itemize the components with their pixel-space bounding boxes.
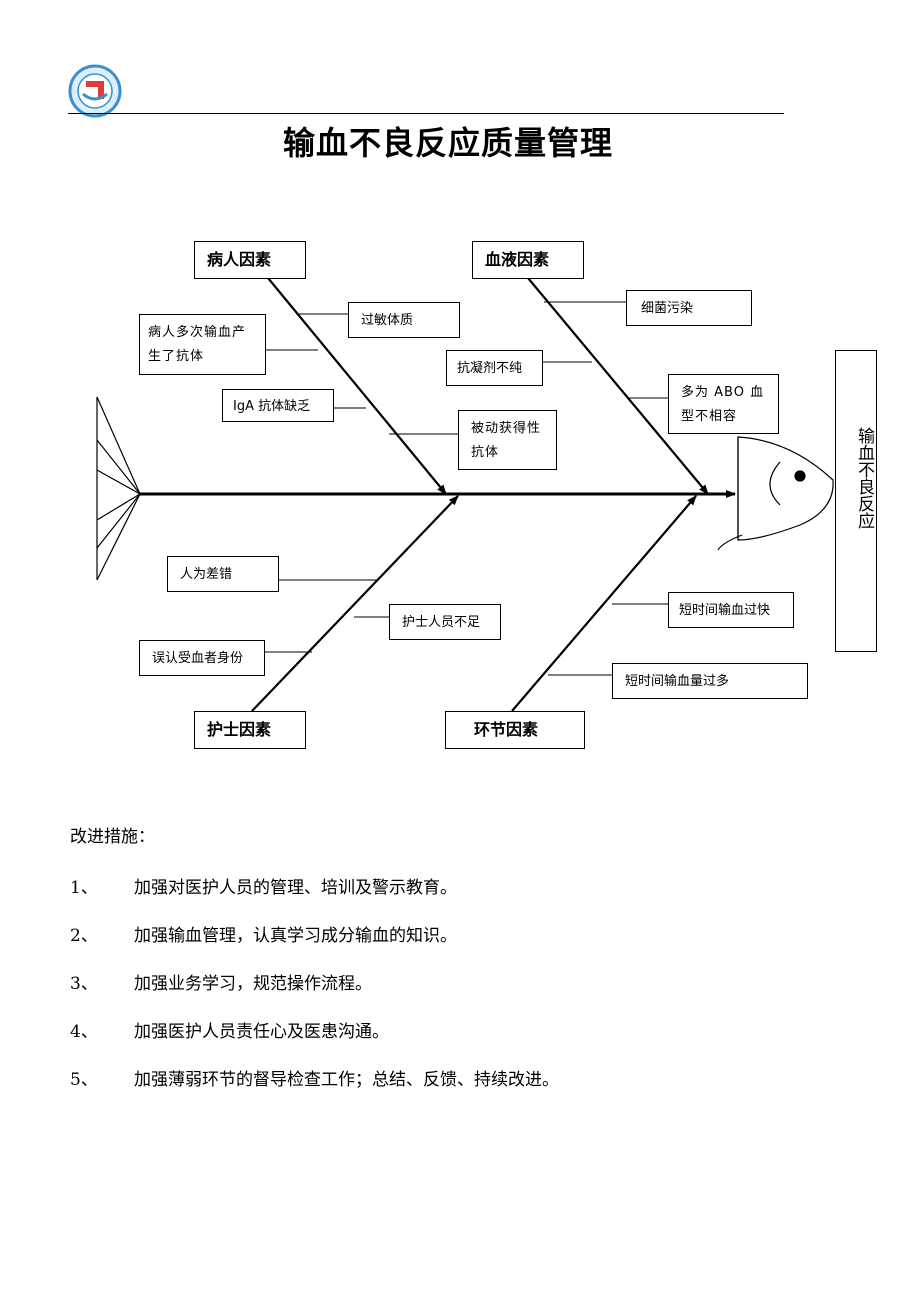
header-rule (68, 113, 784, 114)
measure-item: 1、 加强对医护人员的管理、培训及警示教育。 (70, 864, 457, 912)
cause-box: 护士人员不足 (389, 604, 501, 640)
cause-box: IgA 抗体缺乏 (222, 389, 334, 422)
measure-number: 2、 (70, 926, 98, 946)
measure-text: 加强对医护人员的管理、培训及警示教育。 (134, 878, 457, 898)
measure-item: 4、 加强医护人员责任心及医患沟通。 (70, 1008, 389, 1056)
cause-box: 误认受血者身份 (139, 640, 265, 676)
cause-box: 抗凝剂不纯 (446, 350, 543, 386)
hospital-logo-icon (68, 64, 122, 118)
cause-box: 多为 ABO 血型不相容 (668, 374, 779, 434)
improvement-measures: 改进措施： 1、 加强对医护人员的管理、培训及警示教育。 2、 加强输血管理，认… (70, 822, 559, 1104)
cause-box: 短时间输血过快 (668, 592, 794, 628)
measure-item: 3、 加强业务学习，规范操作流程。 (70, 960, 372, 1008)
measures-heading: 改进措施： (70, 827, 155, 847)
measure-item: 2、 加强输血管理，认真学习成分输血的知识。 (70, 912, 457, 960)
measure-number: 4、 (70, 1022, 98, 1042)
cause-box: 病人多次输血产生了抗体 (139, 314, 266, 375)
measure-number: 3、 (70, 974, 98, 994)
category-patient: 病人因素 (194, 241, 306, 279)
cause-box: 人为差错 (167, 556, 279, 592)
measure-text: 加强医护人员责任心及医患沟通。 (134, 1022, 389, 1042)
fish-head (717, 436, 834, 551)
bone-process (511, 495, 697, 712)
cause-box: 过敏体质 (348, 302, 460, 338)
cause-box: 短时间输血量过多 (612, 663, 808, 699)
measure-item: 5、 加强薄弱环节的督导检查工作；总结、反馈、持续改进。 (70, 1056, 559, 1104)
page-title: 输血不良反应质量管理 (282, 124, 613, 162)
measure-number: 5、 (70, 1070, 98, 1090)
measure-text: 加强业务学习，规范操作流程。 (134, 974, 372, 994)
bone-nurse (251, 495, 459, 712)
category-blood: 血液因素 (472, 241, 584, 279)
cause-box: 被动获得性抗体 (458, 410, 557, 470)
fish-tail (96, 396, 141, 581)
category-nurse: 护士因素 (194, 711, 306, 749)
effect-label: 输血不良反应 (854, 427, 874, 529)
category-process: 环节因素 (445, 711, 585, 749)
cause-box: 细菌污染 (626, 290, 752, 326)
bone-blood (527, 277, 709, 495)
effect-box: 输血不良反应 (835, 350, 877, 652)
measure-number: 1、 (70, 878, 98, 898)
fishbone-diagram (96, 277, 834, 712)
measure-text: 加强薄弱环节的督导检查工作；总结、反馈、持续改进。 (134, 1070, 559, 1090)
measure-text: 加强输血管理，认真学习成分输血的知识。 (134, 926, 457, 946)
